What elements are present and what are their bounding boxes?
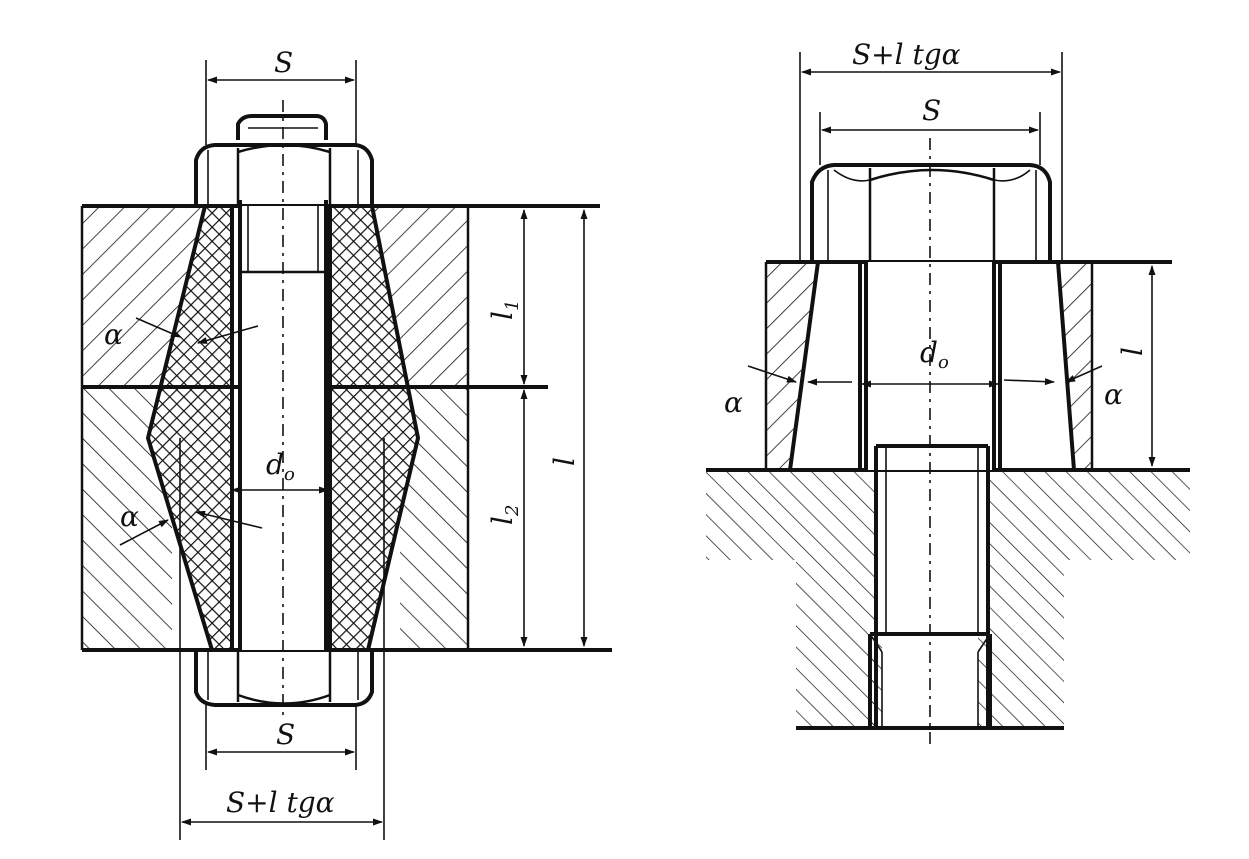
bottom-nut — [194, 650, 374, 707]
label-alpha-right-left: α — [724, 386, 743, 419]
top-nut — [194, 114, 374, 206]
label-s-ltga-right: S+l tgα — [852, 38, 961, 71]
right-figure: S+l tgα S l do α α — [706, 38, 1190, 745]
label-d0-right: do — [920, 336, 949, 373]
label-d0-left: do — [266, 448, 295, 485]
label-s-ltga-left: S+l tgα — [226, 786, 335, 819]
label-alpha-upper: α — [104, 318, 123, 351]
label-l1: l1 — [486, 300, 523, 320]
label-l2: l2 — [486, 505, 523, 525]
label-alpha-right-right: α — [1104, 378, 1123, 411]
label-s-top: S — [274, 46, 293, 79]
label-l-right: l — [1116, 347, 1149, 356]
label-alpha-lower: α — [120, 500, 139, 533]
label-l-left: l — [548, 457, 581, 466]
bolt-head — [810, 163, 1052, 262]
label-s-right: S — [922, 94, 941, 127]
sleeve-right — [330, 206, 418, 650]
left-figure: S S S+l tgα l1 l2 l do α α — [80, 46, 612, 840]
label-s-bottom: S — [276, 718, 295, 751]
sleeve-left — [148, 206, 232, 650]
